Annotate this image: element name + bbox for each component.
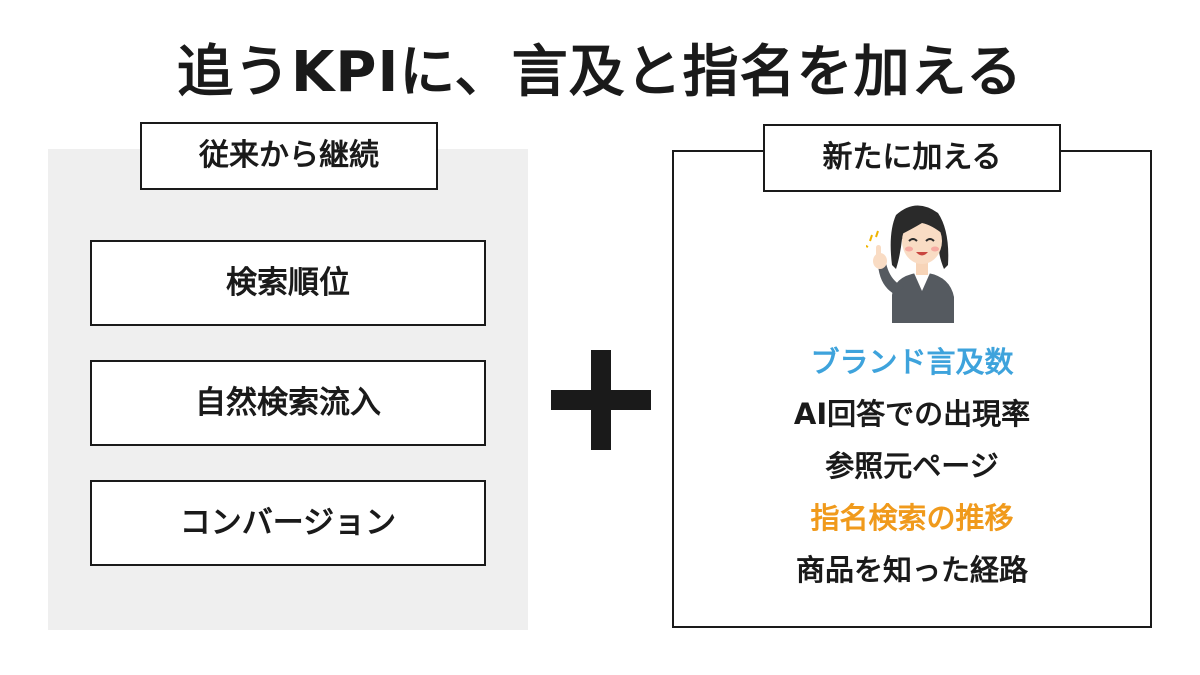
existing-kpi-label: 従来から継続 [140,122,438,190]
new-kpi-referral-pages: 参照元ページ [825,449,999,483]
kpi-organic-traffic: 自然検索流入 [90,360,486,446]
new-kpi-label: 新たに加える [763,124,1061,192]
kpi-conversion: コンバージョン [90,480,486,566]
new-kpi-discovery-path: 商品を知った経路 [795,553,1028,587]
new-kpi-ai-answer-rate: AI回答での出現率 [793,397,1031,431]
new-kpi-brand-mentions: ブランド言及数 [810,345,1014,379]
businesswoman-pointing-illustration [866,205,954,323]
page-title: 追うKPIに、言及と指名を加える [177,40,1023,105]
kpi-search-ranking: 検索順位 [90,240,486,326]
plus-icon [551,350,651,450]
new-kpi-branded-search-trend: 指名検索の推移 [810,501,1014,535]
